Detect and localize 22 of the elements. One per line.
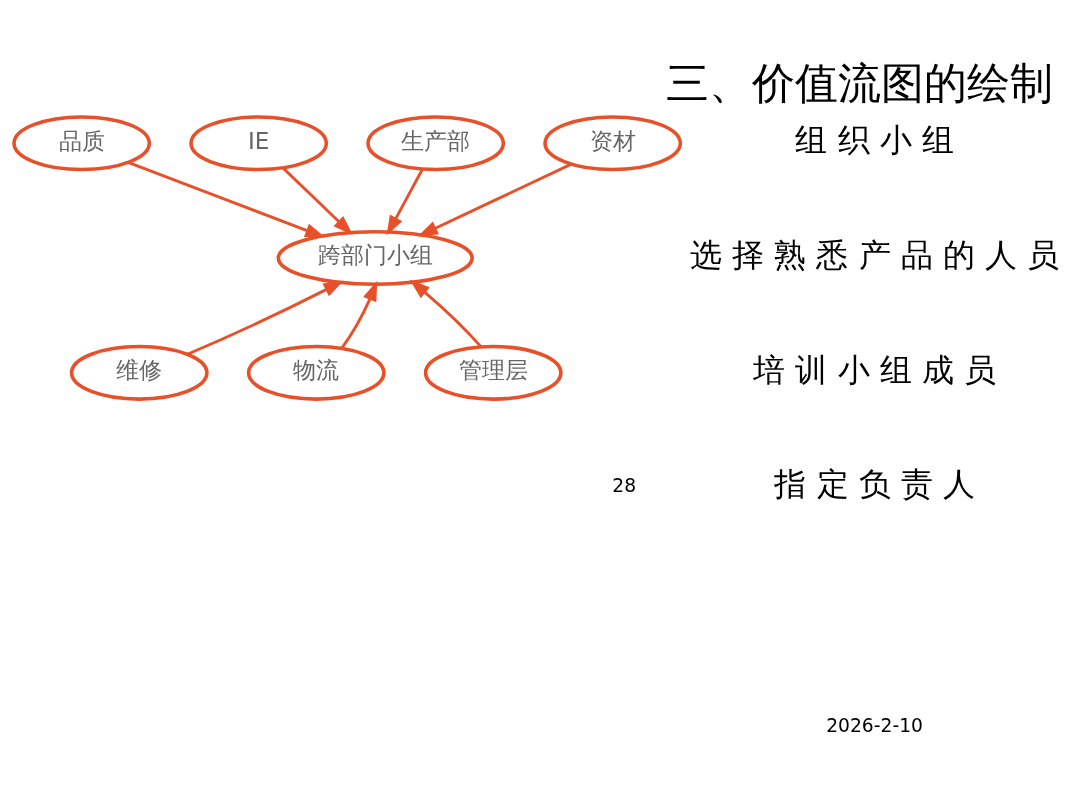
arrow <box>417 162 572 237</box>
label: 指 定 负 责 人 <box>774 465 975 502</box>
label: 2026-2-10 <box>826 714 923 736</box>
node-ellipse: 管理层 <box>423 344 563 401</box>
node-ellipse: 物流 <box>246 344 386 401</box>
node-ellipse: 生产部 <box>366 114 506 171</box>
label: 培 训 小 组 成 员 <box>753 351 996 388</box>
arrow <box>386 168 424 236</box>
label: 选 择 熟 悉 产 品 的 人 员 <box>690 236 1059 273</box>
diagram-title: 三、价值流图的绘制 <box>665 57 1053 108</box>
arrow <box>282 166 353 235</box>
arrow <box>409 279 482 348</box>
label: 28 <box>612 474 637 496</box>
node-ellipse: 维修 <box>69 344 209 401</box>
node-ellipse: 品质 <box>12 114 152 171</box>
label: 组 织 小 组 <box>795 121 954 158</box>
arrow <box>340 280 378 349</box>
arrow <box>128 160 326 237</box>
node-ellipse: 资材 <box>543 114 683 171</box>
node-ellipse: 跨部门小组 <box>276 229 474 286</box>
node-ellipse: IE <box>189 114 329 171</box>
arrow <box>186 280 344 356</box>
